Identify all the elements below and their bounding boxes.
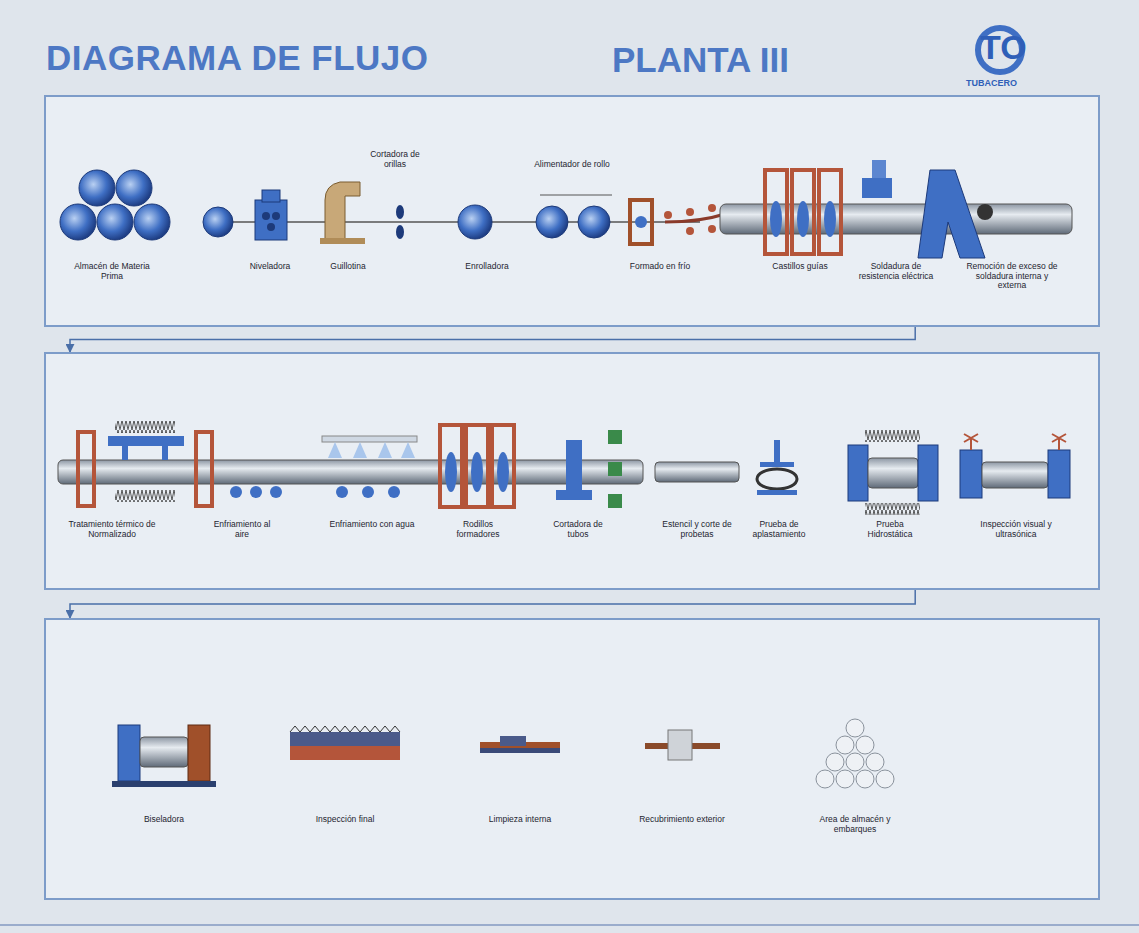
leveler xyxy=(255,190,287,240)
external-coating xyxy=(645,730,720,760)
step-label: Cortadora de tubos xyxy=(548,520,608,539)
step-label: Cortadora de orillas xyxy=(363,150,427,169)
step-label: Enfriamiento con agua xyxy=(327,520,417,530)
step-label: Formado en frío xyxy=(620,262,700,272)
step-label: Tratamiento térmico de Normalizado xyxy=(64,520,160,539)
internal-cleaning xyxy=(480,736,560,753)
step-label: Rodillos formadores xyxy=(443,520,513,539)
step-label: Almacén de Materia Prima xyxy=(67,262,157,281)
step-label: Prueba de aplastamiento xyxy=(739,520,819,539)
flattening-test xyxy=(757,440,797,495)
ultrasonic-inspection xyxy=(960,434,1070,498)
edge-trimmer xyxy=(396,205,404,239)
step-label: Soldadura de resistencia eléctrica xyxy=(858,262,934,281)
guide-stands xyxy=(765,170,841,254)
step-label: Enfriamiento al aire xyxy=(207,520,277,539)
step-label: Estencil y corte de probetas xyxy=(661,520,733,539)
pipe-cutter xyxy=(556,430,622,508)
diagram-title: DIAGRAMA DE FLUJO xyxy=(46,38,428,78)
step-label: Guillotina xyxy=(318,262,378,272)
step-label: Biseladora xyxy=(119,815,209,825)
sizing-rolls xyxy=(440,425,514,507)
process-panel: Almacén de Materia Prima Niveladora Guillo… xyxy=(44,95,1100,327)
water-sprays xyxy=(322,436,417,498)
weld-scarfer xyxy=(918,170,993,258)
welder xyxy=(862,160,892,198)
pipe-pile xyxy=(816,719,894,788)
coil-stack xyxy=(60,170,170,240)
step-label: Alimentador de rollo xyxy=(534,160,610,170)
step-label: Inspección visual y ultrasónica xyxy=(966,520,1066,539)
plant-heading: PLANTA III xyxy=(612,40,789,80)
step-label: Inspección final xyxy=(300,815,390,825)
normalizing-furnace xyxy=(78,421,212,506)
process-panel: Tratamiento térmico de Normalizado Enfria… xyxy=(44,352,1100,590)
process-panel: Biseladora Inspección final Limpieza inter… xyxy=(44,618,1100,900)
logo-name: TUBACERO xyxy=(966,78,1017,88)
hydrostatic-tester xyxy=(848,430,938,515)
step-label: Niveladora xyxy=(237,262,303,272)
step-label: Prueba Hidrostática xyxy=(855,520,925,539)
step-label: Limpieza interna xyxy=(475,815,565,825)
flow-connector xyxy=(70,590,915,618)
final-inspection-rack xyxy=(290,726,400,760)
step-label: Castillos guías xyxy=(769,262,831,272)
logo-letters: TO xyxy=(980,28,1027,67)
step-label: Area de almacén y embarques xyxy=(805,815,905,834)
shear xyxy=(320,182,365,244)
beveler xyxy=(112,725,216,787)
step-label: Remoción de exceso de soldadura interna … xyxy=(964,262,1060,291)
step-label: Enrolladora xyxy=(452,262,522,272)
flow-connector xyxy=(70,327,915,352)
step-label: Recubrimiento exterior xyxy=(637,815,727,825)
